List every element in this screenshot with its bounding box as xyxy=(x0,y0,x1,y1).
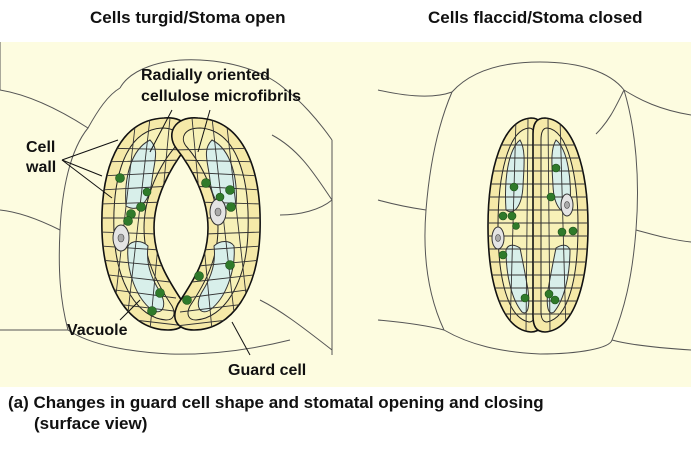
caption-line-2: (surface view) xyxy=(8,413,544,434)
label-microfibrils-line1: Radially oriented xyxy=(141,67,270,84)
label-cell-wall-line2: wall xyxy=(25,159,56,176)
guard-cell-right-closed xyxy=(531,118,590,332)
label-cell-wall-line1: Cell xyxy=(26,139,55,156)
caption-line-1: (a) Changes in guard cell shape and stom… xyxy=(8,392,544,413)
label-vacuole: Vacuole xyxy=(67,322,128,339)
label-microfibrils-line2: cellulose microfibrils xyxy=(141,88,301,105)
stomata-diagram: Radially oriented cellulose microfibrils… xyxy=(0,0,691,390)
figure-caption: (a) Changes in guard cell shape and stom… xyxy=(8,392,544,434)
label-guard-cell: Guard cell xyxy=(228,362,306,379)
guard-cell-right-open xyxy=(172,118,262,330)
